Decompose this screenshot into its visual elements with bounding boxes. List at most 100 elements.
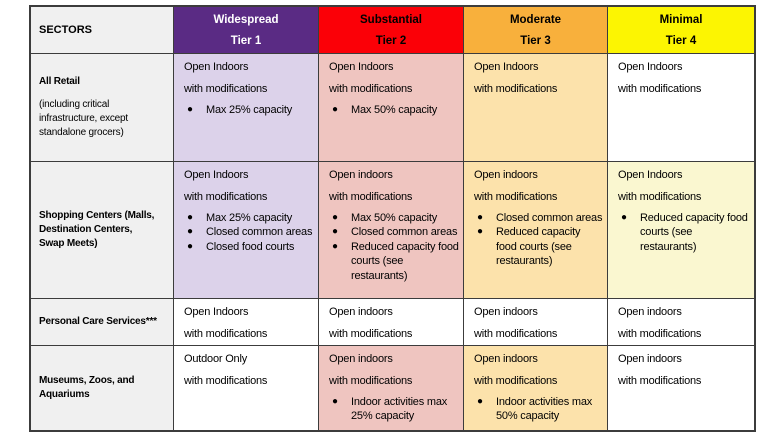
bullet-item: ● Reduced capacity food courts (see resta… <box>474 225 603 269</box>
bullet-item: ● Max 50% capacity <box>329 103 459 118</box>
tier4-name-label: Tier 4 <box>665 34 697 47</box>
cell-modifications-line: with modifications <box>474 328 558 341</box>
bullet-list: ● Max 25% capacity <box>184 103 314 118</box>
bullet-item: ● Reduced capacity food courts (see resta… <box>618 211 750 255</box>
cell-status-line: Open indoors <box>474 353 538 365</box>
cell-modifications-line: with modifications <box>618 83 702 96</box>
bullet-item: ●Reduced capacity food courts (see resta… <box>329 240 459 284</box>
cell-status-line: Open indoors <box>329 306 393 318</box>
bullet-text: Reduced capacity food courts (see restau… <box>351 240 459 282</box>
tier2-header-cell: Substantial Tier 2 <box>319 7 464 54</box>
bullet-list: ● Max 50% capacity <box>329 103 459 118</box>
sector-title: Swap Meets) <box>39 238 98 250</box>
bullet-text: Indoor activities max 50% capacity <box>496 395 593 423</box>
bullet-icon: ● <box>621 211 627 223</box>
cell-modifications-line: with modifications <box>474 375 558 388</box>
sector-title: Personal Care Services*** <box>39 315 157 327</box>
sectors-header-cell: SECTORS <box>31 7 174 54</box>
bullet-icon: ● <box>332 103 338 115</box>
bullet-list: ● Indoor activities max 25% capacity <box>329 395 459 424</box>
cell-personal-care-tier3: Open indoors with modifications <box>464 299 608 346</box>
cell-all-retail-tier4: Open Indoors with modifications <box>608 54 754 162</box>
sector-note-line: standalone grocers) <box>39 127 124 139</box>
bullet-list: ●Max 50% capacity ● Closed common areas ●… <box>329 211 459 284</box>
cell-shopping-centers-tier2: Open indoors with modifications ●Max 50%… <box>319 162 464 299</box>
bullet-icon: ● <box>332 395 338 407</box>
tier-restrictions-table: SECTORS Widespread Tier 1 Substantial Ti… <box>29 5 756 432</box>
cell-status-line: Open indoors <box>474 306 538 318</box>
bullet-text: Reduced capacity food courts (see restau… <box>640 211 748 253</box>
sector-title: All Retail <box>39 75 80 87</box>
cell-status-line: Open Indoors <box>618 169 683 181</box>
tier2-name-label: Tier 2 <box>375 34 407 47</box>
sector-title: Aquariums <box>39 389 90 400</box>
bullet-icon: ● <box>332 211 338 223</box>
bullet-icon: ● <box>187 211 193 223</box>
cell-personal-care-tier4: Open indoors with modifications <box>608 299 754 346</box>
cell-shopping-centers-tier4: Open Indoors with modifications ● Reduced… <box>608 162 754 299</box>
tier1-level-label: Widespread <box>213 13 279 26</box>
sector-title: Shopping Centers (Malls, <box>39 209 155 221</box>
tier2-level-label: Substantial <box>360 13 422 26</box>
bullet-list: ● Reduced capacity food courts (see resta… <box>618 211 750 255</box>
cell-status-line: Open indoors <box>474 169 538 181</box>
bullet-text: Max 25% capacity <box>206 103 293 116</box>
tier1-name-label: Tier 1 <box>230 34 262 47</box>
cell-museums-tier1: Outdoor Only with modifications <box>174 346 319 430</box>
bullet-item: ● Max 25% capacity <box>184 103 314 118</box>
tier1-header-cell: Widespread Tier 1 <box>174 7 319 54</box>
cell-personal-care-tier1: Open Indoors with modifications <box>174 299 319 346</box>
cell-personal-care-tier2: Open indoors with modifications <box>319 299 464 346</box>
bullet-list: ● Closed common areas ● Reduced capacity f… <box>474 211 603 269</box>
sector-note: (including critical infrastructure, exce… <box>39 98 169 141</box>
cell-status-line: Open Indoors <box>184 306 249 318</box>
cell-all-retail-tier2: Open Indoors with modifications ●Max 50%… <box>319 54 464 162</box>
cell-status-line: Open indoors <box>329 169 393 181</box>
cell-modifications-line: with modifications <box>474 191 558 204</box>
cell-shopping-centers-tier3: Open indoors with modifications ● Closed … <box>464 162 608 299</box>
sector-cell-shopping-centers: Shopping Centers (Malls, Destination Cen… <box>31 162 174 299</box>
bullet-item: ●Closed common areas <box>184 225 314 240</box>
bullet-icon: ● <box>477 226 483 238</box>
bullet-icon: ● <box>187 240 193 252</box>
sector-note-line: (including critical <box>39 98 110 110</box>
cell-modifications-line: with modifications <box>329 83 413 96</box>
cell-museums-tier3: Open indoors with modifications ● Indoor … <box>464 346 608 430</box>
cell-modifications-line: with modifications <box>329 375 413 388</box>
bullet-text: Closed common areas <box>496 211 603 224</box>
bullet-icon: ● <box>477 211 483 223</box>
bullet-item: ● Closed common areas <box>474 211 603 226</box>
bullet-text: Indoor activities max 25% capacity <box>351 395 448 423</box>
bullet-text: Max 25% capacity <box>206 211 293 224</box>
bullet-icon: ● <box>477 395 483 407</box>
bullet-icon: ● <box>187 103 193 115</box>
cell-status-line: Outdoor Only <box>184 353 248 365</box>
cell-status-line: Open indoors <box>618 306 682 318</box>
tier3-level-label: Moderate <box>509 13 562 26</box>
cell-modifications-line: with modifications <box>618 328 702 341</box>
sector-cell-all-retail: All Retail (including critical infrastru… <box>31 54 174 162</box>
cell-status-line: Open Indoors <box>618 61 683 73</box>
bullet-text: Reduced capacity food courts (see restau… <box>496 226 581 268</box>
bullet-icon: ● <box>332 226 338 238</box>
sector-title: Destination Centers, <box>39 223 133 235</box>
bullet-text: Max 50% capacity <box>351 103 438 116</box>
bullet-item: ● Indoor activities max 25% capacity <box>329 395 459 424</box>
cell-modifications-line: with modifications <box>184 83 268 96</box>
sector-note-line: infrastructure, except <box>39 113 128 124</box>
cell-modifications-line: with modifications <box>618 375 702 388</box>
cell-modifications-line: with modifications <box>618 191 702 204</box>
bullet-list: ●Max 25% capacity ●Closed common areas ●… <box>184 211 314 255</box>
cell-modifications-line: with modifications <box>184 191 268 204</box>
bullet-text: Closed common areas <box>206 226 313 239</box>
cell-modifications-line: with modifications <box>329 328 413 341</box>
bullet-text: Closed common areas <box>351 226 458 239</box>
bullet-item: ●Max 50% capacity <box>329 211 459 226</box>
cell-museums-tier2: Open indoors with modifications ●Indoor … <box>319 346 464 430</box>
sector-title: Museums, Zoos, and <box>39 374 135 386</box>
bullet-text: Closed food courts <box>206 240 295 253</box>
sector-cell-personal-care: Personal Care Services*** <box>31 299 174 346</box>
tier4-level-label: Minimal <box>659 13 703 26</box>
cell-status-line: Open Indoors <box>474 61 539 73</box>
sector-cell-museums: Museums, Zoos, and Aquariums <box>31 346 174 430</box>
